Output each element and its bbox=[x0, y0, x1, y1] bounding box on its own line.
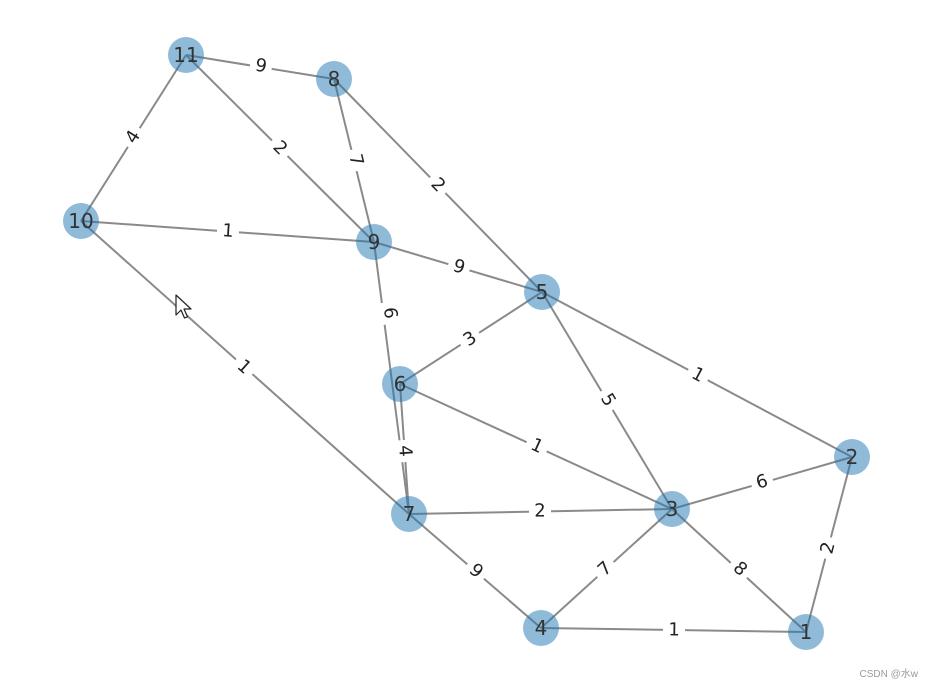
node-1: 1 bbox=[788, 614, 824, 650]
svg-text:8: 8 bbox=[328, 67, 341, 91]
node-11: 11 bbox=[168, 37, 204, 73]
svg-text:6: 6 bbox=[754, 470, 771, 493]
edge-label-5-2: 1 bbox=[683, 360, 713, 390]
svg-text:2: 2 bbox=[816, 540, 839, 556]
svg-text:9: 9 bbox=[254, 55, 269, 78]
svg-text:1: 1 bbox=[800, 620, 813, 644]
edge-label-10-7: 1 bbox=[228, 351, 260, 383]
edge-label-11-10: 4 bbox=[117, 121, 149, 153]
edge-label-9-7: 6 bbox=[377, 300, 403, 326]
node-10: 10 bbox=[63, 203, 99, 239]
svg-text:7: 7 bbox=[344, 152, 367, 168]
edge-label-2-1: 2 bbox=[814, 534, 842, 562]
watermark: CSDN @水w bbox=[859, 669, 919, 680]
node-2: 2 bbox=[834, 439, 870, 475]
node-6: 6 bbox=[382, 366, 418, 402]
edge-label-6-3: 1 bbox=[522, 431, 552, 461]
node-3: 3 bbox=[654, 491, 690, 527]
svg-text:10: 10 bbox=[68, 209, 93, 233]
edge-label-8-5: 2 bbox=[422, 169, 454, 201]
svg-text:2: 2 bbox=[534, 500, 546, 521]
node-7: 7 bbox=[391, 496, 427, 532]
svg-text:4: 4 bbox=[535, 616, 548, 640]
svg-text:2: 2 bbox=[846, 445, 859, 469]
edge-label-11-8: 9 bbox=[248, 53, 274, 79]
svg-text:1: 1 bbox=[222, 220, 235, 242]
node-9: 9 bbox=[356, 224, 392, 260]
svg-text:9: 9 bbox=[451, 255, 468, 278]
svg-text:11: 11 bbox=[173, 43, 198, 67]
edge-labels-layer: 9 4 2 7 2 1 1 9 6 3 1 5 1 4 2 9 6 7 8 2 1 bbox=[117, 53, 842, 642]
edge-label-11-9: 2 bbox=[264, 132, 296, 164]
node-4: 4 bbox=[523, 610, 559, 646]
edge-label-6-7: 4 bbox=[393, 439, 417, 463]
edge-label-5-3: 5 bbox=[592, 384, 624, 416]
edge-label-3-1: 8 bbox=[724, 553, 756, 585]
edge-label-3-2: 6 bbox=[748, 468, 776, 496]
edge-label-10-9: 1 bbox=[216, 219, 240, 243]
edge-label-7-3: 2 bbox=[528, 499, 552, 523]
edge-label-8-9: 7 bbox=[342, 146, 370, 174]
svg-text:6: 6 bbox=[379, 306, 401, 320]
mouse-cursor-icon bbox=[175, 294, 192, 319]
svg-text:3: 3 bbox=[666, 497, 679, 521]
edge-label-3-4: 7 bbox=[589, 553, 621, 585]
svg-text:5: 5 bbox=[536, 280, 549, 304]
svg-text:1: 1 bbox=[668, 619, 680, 640]
svg-text:7: 7 bbox=[403, 502, 416, 526]
edge-label-5-6: 3 bbox=[454, 323, 486, 355]
node-5: 5 bbox=[524, 274, 560, 310]
svg-text:6: 6 bbox=[394, 372, 407, 396]
edge-label-7-4: 9 bbox=[460, 555, 492, 587]
edge-label-4-1: 1 bbox=[662, 618, 686, 642]
node-8: 8 bbox=[316, 61, 352, 97]
svg-text:4: 4 bbox=[394, 445, 416, 458]
svg-text:9: 9 bbox=[368, 230, 381, 254]
edge-label-9-5: 9 bbox=[445, 253, 473, 281]
